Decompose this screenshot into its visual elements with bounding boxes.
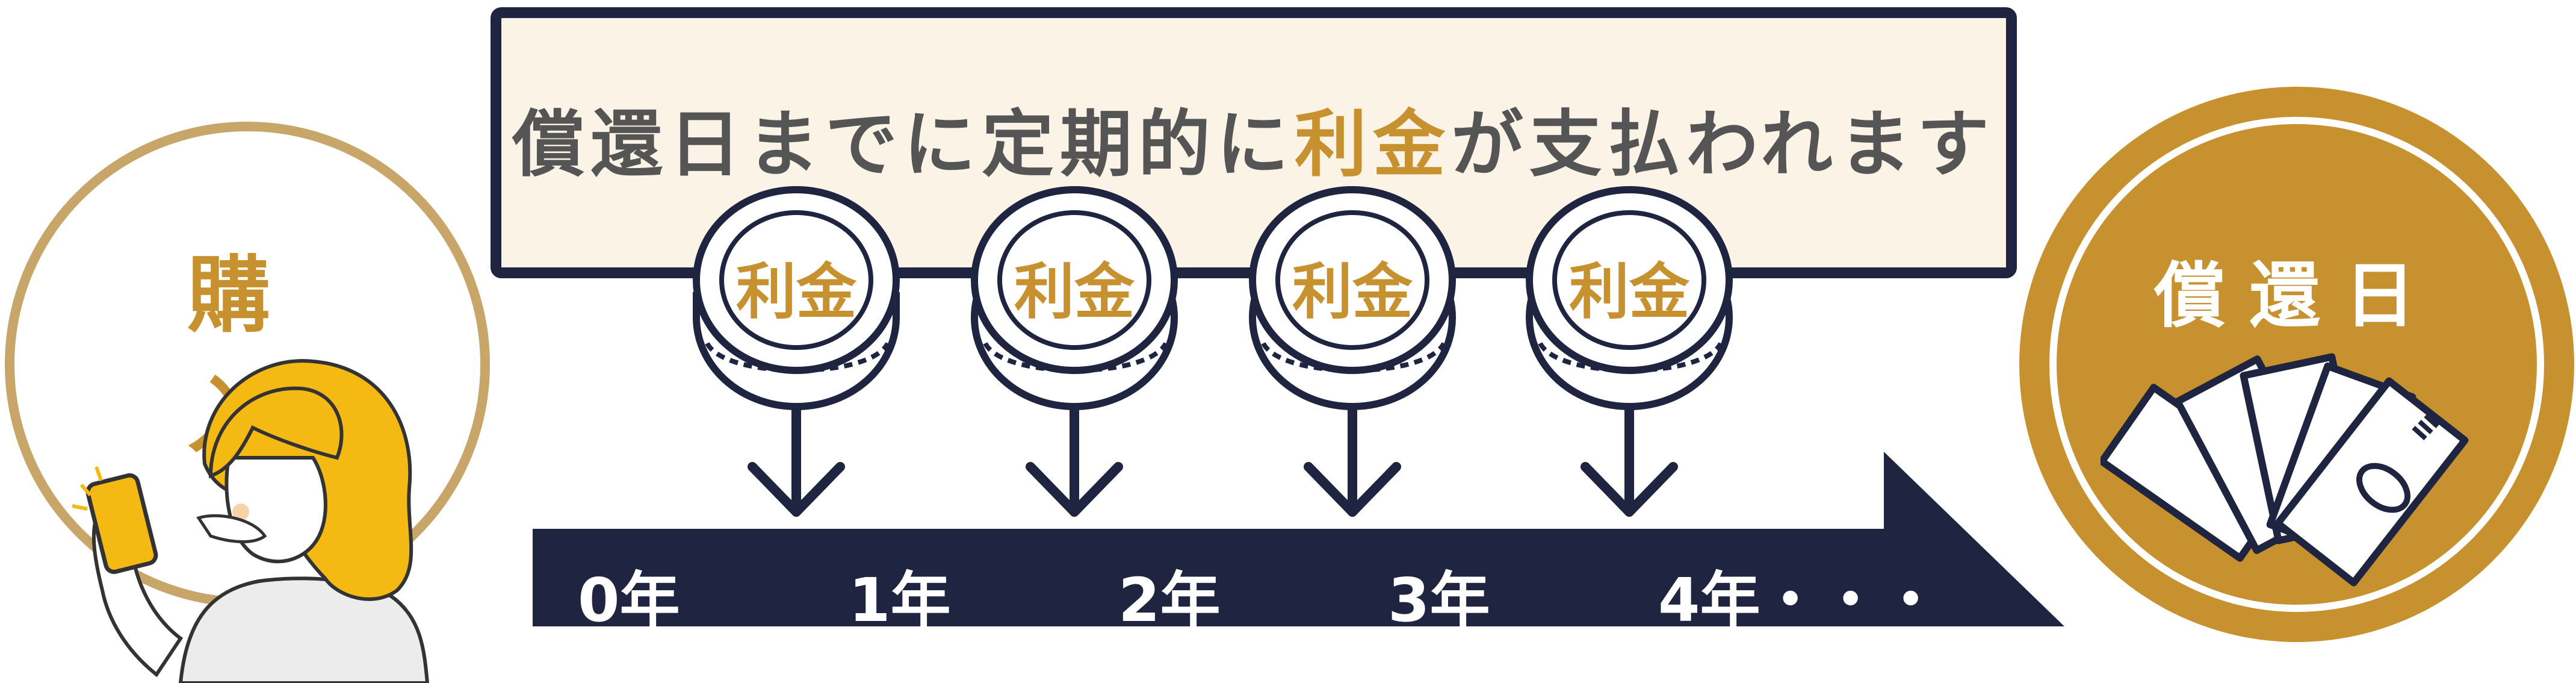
year-label-3: 3年	[1388, 565, 1490, 635]
coin-label-4: 利金	[1569, 257, 1689, 327]
year-label-0: 0年	[578, 565, 680, 635]
year-label-2: 2年	[1118, 565, 1221, 635]
timeline-arrow-bar	[533, 452, 2064, 626]
woman-with-smartphone-illustration	[72, 359, 430, 683]
banner-title-post: が支払われます	[1451, 103, 1995, 187]
down-arrow-1	[748, 405, 845, 517]
coin-4	[1526, 186, 1733, 410]
timeline-graphic	[533, 186, 2064, 626]
coin-3	[1249, 186, 1456, 410]
down-arrow-2	[1026, 405, 1123, 517]
banknotes-icon	[2101, 353, 2469, 587]
year-label-4: 4年・・・	[1658, 565, 1941, 635]
coin-label-2: 利金	[1014, 257, 1135, 327]
down-arrow-4	[1581, 405, 1678, 517]
banner-title-highlight: 利金	[1295, 103, 1451, 187]
year-label-1: 1年	[849, 565, 951, 635]
coin-1	[693, 186, 900, 410]
coin-label-3: 利金	[1292, 257, 1413, 327]
coin-label-1: 利金	[736, 257, 856, 327]
coin-2	[971, 186, 1178, 410]
banner-title: 償還日までに定期的に利金が支払われます	[491, 86, 2017, 190]
maturity-label: 償還日	[2153, 254, 2439, 337]
banner-title-pre: 償還日までに定期的に	[512, 103, 1295, 187]
down-arrow-3	[1304, 405, 1401, 517]
